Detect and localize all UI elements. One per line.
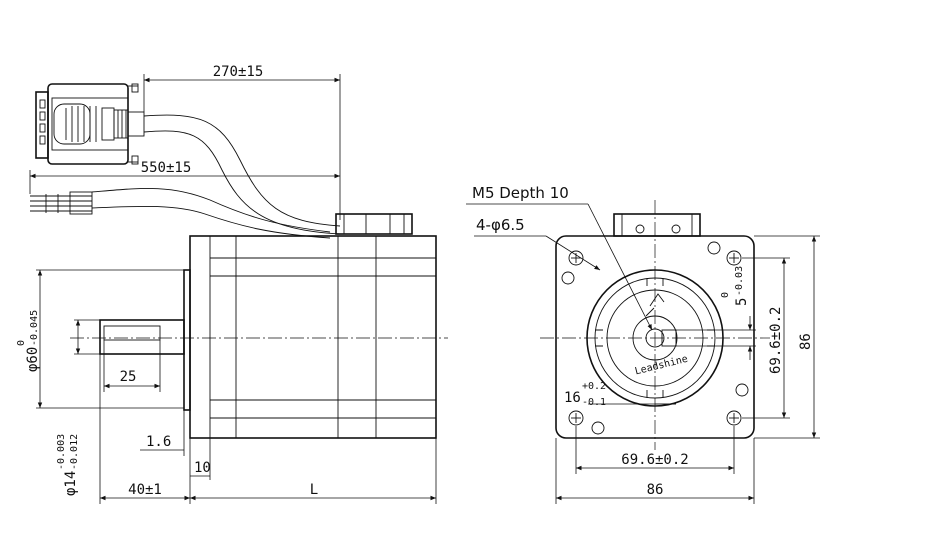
cable-length-encoder-label: 270±15 bbox=[213, 64, 264, 80]
key-width-label: 5 bbox=[734, 298, 750, 306]
mounting-holes bbox=[561, 241, 749, 435]
cable-length-power-label: 550±15 bbox=[141, 160, 192, 176]
frame-width-label: 86 bbox=[647, 482, 664, 498]
shaft-diameter-label: φ14 bbox=[63, 471, 79, 496]
bolt-spacing-h-label: 69.6±0.2 bbox=[621, 452, 688, 468]
holes-note: 4-φ6.5 bbox=[476, 216, 525, 234]
boss-length-label: 10 bbox=[194, 460, 211, 476]
brand-text: Leadshine bbox=[634, 354, 689, 378]
thread-note: M5 Depth 10 bbox=[472, 184, 569, 202]
db-connector bbox=[35, 83, 145, 165]
power-wire-ends bbox=[30, 191, 93, 215]
body-length-label: L bbox=[310, 482, 318, 498]
flange-tol-upper: 0 bbox=[16, 340, 27, 346]
brand-logo: Leadshine bbox=[634, 293, 689, 378]
key-width-tol-lower: -0.03 bbox=[734, 266, 745, 296]
flange-tol-lower: -0.045 bbox=[29, 310, 40, 346]
flange-diameter-label: φ60 bbox=[25, 347, 41, 372]
shaft-length-label: 40±1 bbox=[128, 482, 162, 498]
bolt-spacing-v-label: 69.6±0.2 bbox=[768, 307, 784, 374]
key-length-label: 25 bbox=[120, 369, 137, 385]
shaft-tol-lower: -0.012 bbox=[69, 434, 80, 470]
frame-height-label: 86 bbox=[798, 333, 814, 350]
shaft-tol-upper: -0.003 bbox=[56, 434, 67, 470]
key-height-tol-lower: -0.1 bbox=[582, 397, 606, 408]
flange-thickness-label: 1.6 bbox=[146, 434, 171, 450]
side-view: 270±15 550±15 φ60 0 -0.045 φ14 -0.003 -0… bbox=[16, 64, 448, 504]
key-height-tol-upper: +0.2 bbox=[582, 381, 606, 392]
key-width-tol-upper: 0 bbox=[720, 292, 731, 298]
front-view: Leadshine M5 Depth 10 4-φ6.5 5 0 -0.03 1… bbox=[466, 184, 820, 504]
key-height-label: 16 bbox=[564, 390, 581, 406]
